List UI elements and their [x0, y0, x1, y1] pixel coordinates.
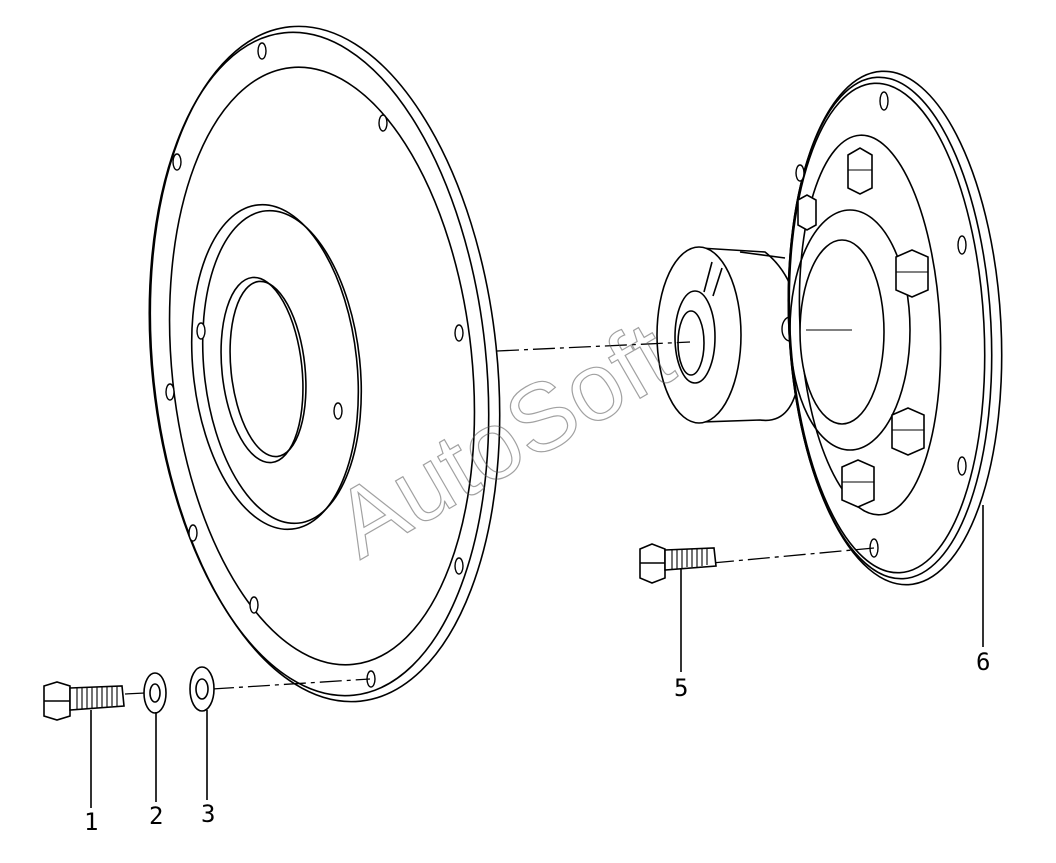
callout-1: 1 — [84, 808, 98, 836]
callout-2: 2 — [149, 802, 163, 830]
callout-3: 3 — [201, 800, 215, 828]
clamp-hub — [656, 246, 873, 453]
flex-plate — [148, 25, 501, 703]
hub-bolt-heads — [797, 147, 929, 508]
part-3-washer — [189, 666, 215, 712]
hub-plate — [787, 70, 1003, 586]
part-1-bolt — [43, 681, 125, 721]
callout-6: 6 — [976, 648, 990, 676]
centre-lines — [124, 341, 875, 695]
leader-lines — [90, 505, 984, 808]
callout-5: 5 — [674, 674, 688, 702]
part-5-bolt — [639, 543, 717, 584]
part-2-washer — [143, 672, 167, 714]
